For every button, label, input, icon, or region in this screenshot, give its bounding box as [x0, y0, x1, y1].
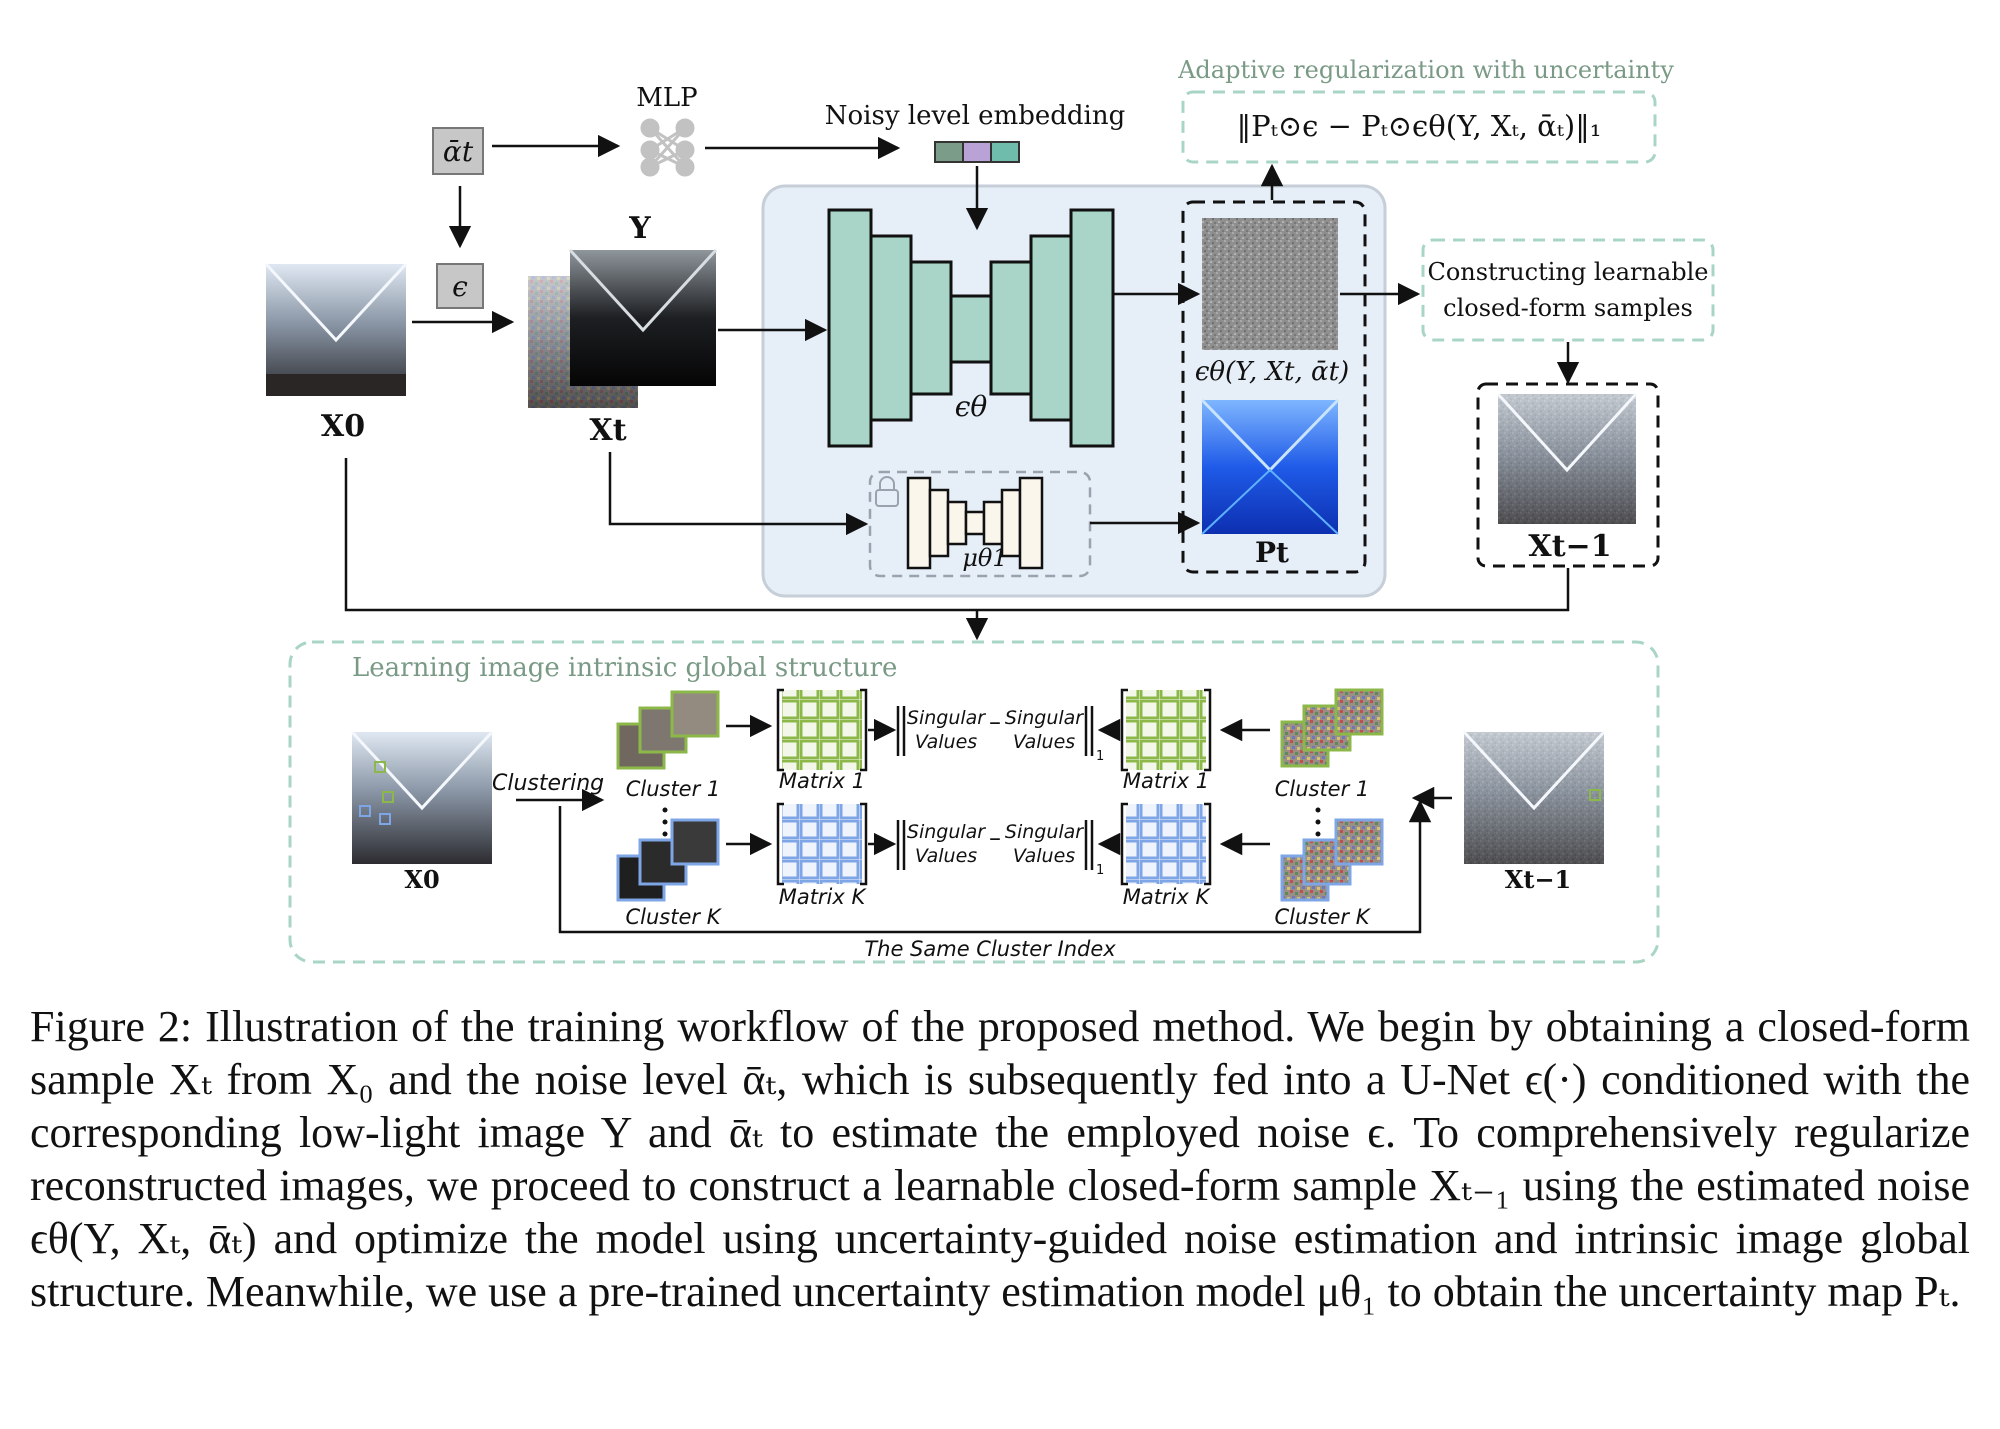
matrixK-label-right: Matrix K: [1123, 885, 1212, 909]
mu-label: μθ1: [962, 544, 1007, 572]
cluster1-label-left: Cluster 1: [626, 777, 721, 801]
values-top-right: Values: [1013, 731, 1075, 753]
cluster1-patches-right: [1280, 688, 1384, 768]
line-x0-bottom: [344, 458, 1570, 612]
clusterK-label-right: Cluster K: [1275, 905, 1372, 929]
uncertainty-model-icon: [906, 476, 1044, 570]
cluster-ellipsis-right: [1315, 807, 1321, 837]
values-top-left: Values: [915, 731, 977, 753]
x0-small-label: X0: [404, 865, 439, 894]
y-lowlight-image: [568, 248, 718, 386]
minus-bottom: –: [989, 824, 1001, 852]
x0-image: [264, 262, 408, 396]
y-label: Y: [628, 211, 651, 246]
singular-bottom-right: Singular: [1005, 821, 1084, 843]
xt1-box: [1476, 382, 1660, 568]
epsilon-label: ϵ: [452, 270, 468, 303]
lock-icon: [875, 476, 899, 507]
matrix1-left: [776, 688, 868, 772]
norm-sub-top: 1: [1096, 749, 1104, 764]
norm-sub-bottom: 1: [1096, 863, 1104, 878]
clustering-label: Clustering: [492, 771, 604, 796]
matrix1-label-right: Matrix 1: [1123, 769, 1209, 793]
arrow-xt-mu: [608, 452, 869, 536]
global-structure-box: [288, 640, 1660, 964]
matrix1-label-left: Matrix 1: [779, 769, 865, 793]
x0-small-image: [350, 730, 494, 864]
mlp-icon: [640, 118, 695, 177]
loss-box: [1181, 90, 1657, 164]
matrixK-label-left: Matrix K: [779, 885, 868, 909]
cluster1-patches-left: [616, 690, 720, 770]
adaptive-title: Adaptive regularization with uncertainty: [1177, 56, 1674, 84]
noisy-level-label: Noisy level embedding: [825, 101, 1125, 131]
xt1-small-label: Xt−1: [1505, 865, 1572, 894]
mlp-label: MLP: [636, 83, 697, 113]
x0-label: X0: [321, 409, 365, 444]
pt-label: Pt: [1255, 536, 1289, 569]
output-box: [1181, 200, 1367, 574]
cluster1-label-right: Cluster 1: [1275, 777, 1370, 801]
constructing-box: [1421, 238, 1715, 342]
constructing-label-2: closed-form samples: [1443, 294, 1693, 322]
clusterK-label-left: Cluster K: [626, 905, 723, 929]
values-bottom-left: Values: [915, 845, 977, 867]
singular-top-left: Singular: [907, 707, 986, 729]
clusterK-patches-right: [1280, 818, 1384, 902]
workflow-diagram: Adaptive regularization with uncertainty…: [264, 56, 1715, 964]
same-cluster-line: [558, 799, 1432, 934]
matrixK-left: [776, 802, 868, 886]
xt1-label: Xt−1: [1528, 529, 1611, 564]
noise-estimate-image: [1202, 218, 1338, 350]
clusterK-patches-left: [616, 818, 720, 902]
xt-label: Xt: [589, 413, 626, 448]
cluster-ellipsis-left: [662, 807, 668, 837]
same-cluster-label: The Same Cluster Index: [864, 937, 1116, 961]
sv-norm-top: [896, 706, 1094, 756]
sv-norm-bottom: [896, 820, 1094, 870]
matrixK-right: [1120, 802, 1212, 886]
singular-bottom-left: Singular: [907, 821, 986, 843]
global-title: Learning image intrinsic global structur…: [352, 653, 897, 683]
matrix1-right: [1120, 688, 1212, 772]
singular-top-right: Singular: [1005, 707, 1084, 729]
xt1-small-image: [1462, 730, 1606, 864]
figure-caption: Figure 2: Illustration of the training w…: [30, 1000, 1970, 1318]
alpha-box: [432, 127, 484, 175]
loss-formula: ‖Pₜ⊙ϵ − Pₜ⊙ϵθ(Y, Xₜ, ᾱₜ)‖₁: [1237, 109, 1602, 143]
alpha-label: ᾱt: [443, 135, 474, 168]
unet-block: [827, 208, 1115, 448]
epsilon-box: [436, 263, 484, 309]
caption-text: Figure 2: Illustration of the training w…: [30, 1002, 1970, 1316]
minus-top: –: [989, 708, 1001, 736]
embedding-bar: [934, 141, 1020, 163]
eps-output-label: ϵθ(Y, Xt, ᾱt): [1195, 357, 1349, 387]
unet-label: ϵθ: [955, 390, 988, 423]
xt1-image: [1496, 392, 1638, 524]
uncertainty-map-image: [1200, 398, 1340, 535]
constructing-label-1: Constructing learnable: [1427, 258, 1708, 286]
values-bottom-right: Values: [1013, 845, 1075, 867]
